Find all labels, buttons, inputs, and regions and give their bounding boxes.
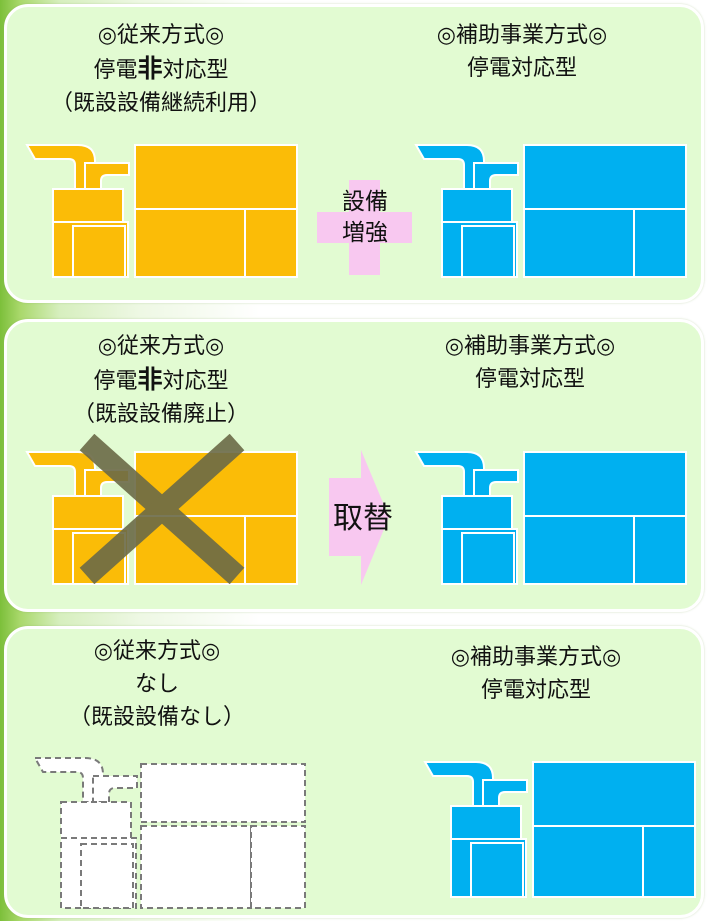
caption-line3: （既設設備継続利用） — [50, 91, 271, 116]
reinforce-label: 設備 増強 — [342, 189, 388, 246]
caption-line2: 停電非対応型 — [93, 365, 229, 394]
placeholder-unit-icon — [33, 757, 306, 909]
panel-replacement: ◎従来方式◎ 停電非対応型 （既設設備廃止） ◎補助事業方式◎ 停電対応型 取替 — [4, 319, 704, 612]
new-unit-icon — [414, 451, 687, 585]
right-arrow-icon — [329, 450, 389, 585]
caption-line2: 停電対応型 — [474, 367, 585, 392]
caption-line1: ◎従来方式◎ — [97, 23, 225, 48]
caption-line1: ◎補助事業方式◎ — [444, 334, 616, 359]
replace-label: 取替 — [333, 501, 393, 536]
caption-line2: 停電対応型 — [480, 678, 591, 703]
caption-line2: 停電対応型 — [466, 56, 577, 81]
caption-line1: ◎従来方式◎ — [93, 639, 221, 664]
non-emphasis: 非 — [137, 54, 163, 83]
cross-mark-icon — [79, 434, 245, 584]
conventional-caption: ◎従来方式◎ なし （既設設備なし） — [37, 635, 277, 734]
caption-line1: ◎補助事業方式◎ — [436, 23, 608, 48]
subsidy-caption: ◎補助事業方式◎ 停電対応型 — [407, 19, 637, 85]
subsidy-caption: ◎補助事業方式◎ 停電対応型 — [421, 641, 651, 707]
conventional-caption: ◎従来方式◎ 停電非対応型 （既設設備継続利用） — [31, 19, 291, 120]
caption-line2: なし — [134, 672, 179, 697]
new-unit-icon — [414, 144, 687, 278]
caption-line2: 停電非対応型 — [93, 54, 229, 83]
panel-new-install: ◎従来方式◎ なし （既設設備なし） ◎補助事業方式◎ 停電対応型 — [4, 626, 704, 918]
plus-arrow-icon — [317, 180, 412, 275]
new-unit-icon — [423, 761, 696, 898]
existing-unit-icon — [25, 144, 298, 278]
non-emphasis: 非 — [137, 365, 163, 394]
panel-reinforcement: ◎従来方式◎ 停電非対応型 （既設設備継続利用） ◎補助事業方式◎ 停電対応型 … — [4, 4, 704, 303]
subsidy-caption: ◎補助事業方式◎ 停電対応型 — [415, 330, 645, 396]
conventional-caption: ◎従来方式◎ 停電非対応型 （既設設備廃止） — [31, 330, 291, 431]
caption-line3: （既設設備なし） — [68, 705, 245, 730]
caption-line1: ◎従来方式◎ — [97, 334, 225, 359]
caption-line1: ◎補助事業方式◎ — [450, 645, 622, 670]
caption-line3: （既設設備廃止） — [72, 402, 249, 427]
